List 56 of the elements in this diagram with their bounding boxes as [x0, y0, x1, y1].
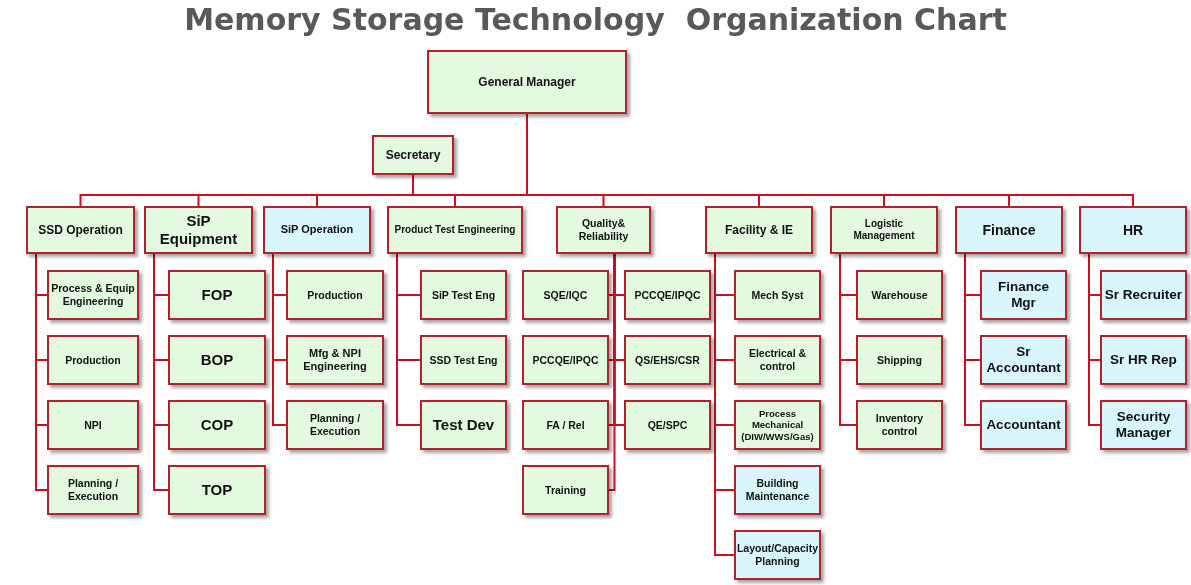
position-box: SQE/IQC [522, 270, 609, 320]
connector-line [608, 253, 616, 491]
position-box: Inventory control [856, 400, 943, 450]
position-box: COP [168, 400, 266, 450]
position-box: Warehouse [856, 270, 943, 320]
position-box: NPI [47, 400, 139, 450]
position-box: QS/EHS/CSR [624, 335, 711, 385]
position-box: Process & Equip Engineering [47, 270, 139, 320]
position-box: Shipping [856, 335, 943, 385]
connector-line [35, 253, 48, 491]
position-box: SiP Equipment [144, 206, 253, 254]
connector-line [396, 253, 421, 426]
position-box: SSD Operation [26, 206, 135, 254]
position-box: Planning / Execution [47, 465, 139, 515]
position-box: Sr HR Rep [1100, 335, 1187, 385]
position-box: Logistic Management [830, 206, 938, 254]
position-box: SSD Test Eng [420, 335, 507, 385]
connector-line [1088, 253, 1101, 426]
position-box: BOP [168, 335, 266, 385]
position-box: Layout/Capacity Planning [734, 530, 821, 580]
connector-line [714, 253, 735, 556]
chart-title: Memory Storage Technology Organization Chart [183, 2, 1008, 37]
position-box: QE/SPC [624, 400, 711, 450]
position-box: FA / Rel [522, 400, 609, 450]
position-box: Quality& Reliability [556, 206, 651, 254]
position-box: Electrical & control [734, 335, 821, 385]
position-box: Production [286, 270, 384, 320]
position-box: Mfg & NPI Engineering [286, 335, 384, 385]
position-box: SiP Test Eng [420, 270, 507, 320]
position-box: Accountant [980, 400, 1067, 450]
position-box: Process Mechanical (DIW/WWS/Gas) [734, 400, 821, 450]
position-box: Mech Syst [734, 270, 821, 320]
position-box: PCCQE/IPQC [522, 335, 609, 385]
position-box: Finance [955, 206, 1063, 254]
position-box: Secretary [372, 135, 454, 175]
position-box: Building Maintenance [734, 465, 821, 515]
connector-line [964, 253, 981, 426]
position-box: Training [522, 465, 609, 515]
position-box: SiP Operation [263, 206, 371, 254]
position-box: PCCQE/IPQC [624, 270, 711, 320]
position-box: Product Test Engineering [387, 206, 523, 254]
position-box: Test Dev [420, 400, 507, 450]
position-box: FOP [168, 270, 266, 320]
position-box: General Manager [427, 50, 627, 114]
position-box: Sr Recruiter [1100, 270, 1187, 320]
position-box: HR [1079, 206, 1187, 254]
position-box: Security Manager [1100, 400, 1187, 450]
position-box: Facility & IE [705, 206, 813, 254]
position-box: Finance Mgr [980, 270, 1067, 320]
connector-line [272, 253, 287, 426]
connector-line [839, 253, 857, 426]
position-box: Production [47, 335, 139, 385]
position-box: TOP [168, 465, 266, 515]
position-box: Planning / Execution [286, 400, 384, 450]
connector-line [153, 253, 169, 491]
position-box: Sr Accountant [980, 335, 1067, 385]
